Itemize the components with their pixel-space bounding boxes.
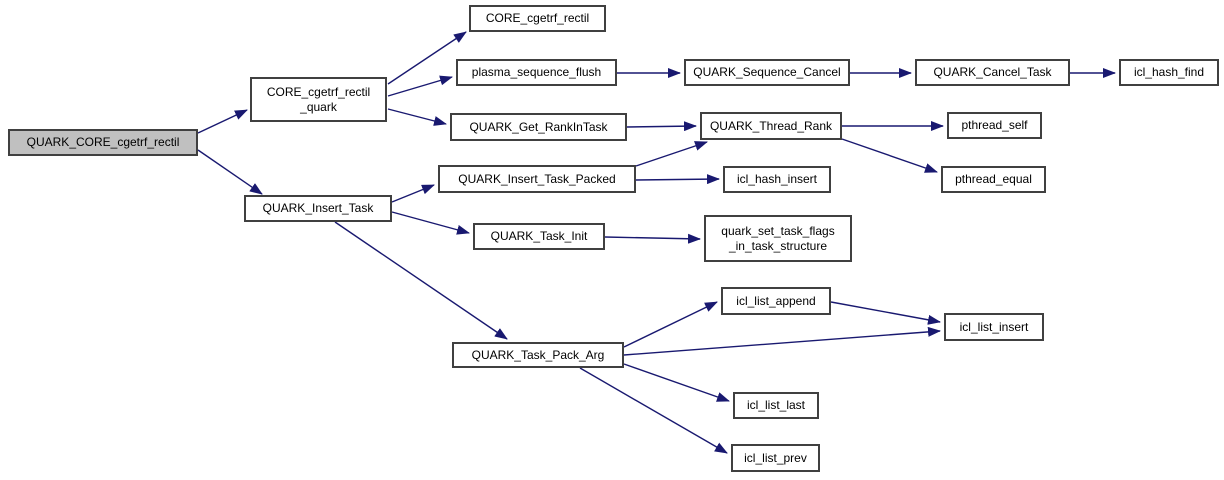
edge-quark_task_init-to-quark_set_task_flags_in_task_structure (604, 233, 701, 244)
node-quark_cancel_task[interactable]: QUARK_Cancel_Task (915, 59, 1070, 86)
node-pthread_self[interactable]: pthread_self (947, 112, 1042, 139)
node-label-line: QUARK_Sequence_Cancel (693, 65, 841, 79)
edge-quark_insert_task_packed-to-quark_thread_rank (635, 141, 708, 167)
node-quark_get_rankintask[interactable]: QUARK_Get_RankInTask (450, 113, 627, 141)
edge-quark_task_pack_arg-to-icl_list_insert (623, 326, 941, 356)
node-quark_thread_rank[interactable]: QUARK_Thread_Rank (700, 112, 842, 140)
node-quark_insert_task[interactable]: QUARK_Insert_Task (244, 195, 392, 222)
node-label-line: pthread_self (961, 118, 1028, 132)
edge-core_cgetrf_rectil_quark-to-quark_get_rankintask (387, 108, 447, 126)
node-quark_set_task_flags_in_task_structure[interactable]: quark_set_task_flags_in_task_structure (704, 215, 852, 262)
node-label-line: _in_task_structure (728, 238, 828, 253)
node-label-line: CORE_cgetrf_rectil (485, 11, 590, 25)
edge-core_cgetrf_rectil_quark-to-core_cgetrf_rectil (387, 31, 467, 85)
node-icl_hash_find[interactable]: icl_hash_find (1119, 59, 1219, 86)
node-label-line: icl_list_prev (744, 450, 807, 465)
node-label-line: icl_hash_find (1133, 65, 1205, 79)
edge-quark_insert_task-to-quark_task_init (391, 211, 470, 235)
edge-quark_task_pack_arg-to-icl_list_append (623, 301, 718, 348)
node-label-line: QUARK_Thread_Rank (709, 118, 833, 133)
node-icl_list_prev[interactable]: icl_list_prev (731, 444, 820, 472)
node-label-line: QUARK_Insert_Task_Packed (458, 171, 616, 186)
node-core_cgetrf_rectil[interactable]: CORE_cgetrf_rectil (469, 5, 606, 32)
node-label-line: QUARK_CORE_cgetrf_rectil (26, 135, 180, 149)
node-label-line: icl_list_last (746, 398, 806, 412)
edge-quark_thread_rank-to-pthread_equal (841, 138, 938, 173)
edge-icl_list_append-to-icl_list_insert (830, 301, 941, 325)
node-plasma_sequence_flush[interactable]: plasma_sequence_flush (456, 59, 617, 86)
node-quark_task_init[interactable]: QUARK_Task_Init (473, 223, 605, 250)
node-quark_insert_task_packed[interactable]: QUARK_Insert_Task_Packed (438, 165, 636, 193)
node-label-line: QUARK_Get_RankInTask (469, 119, 608, 134)
edge-quark_core_cgetrf_rectil-to-core_cgetrf_rectil_quark (197, 109, 248, 134)
edge-core_cgetrf_rectil_quark-to-plasma_sequence_flush (387, 75, 453, 97)
node-label-line: quark_set_task_flags (721, 223, 835, 238)
edge-quark_insert_task_packed-to-icl_hash_insert (635, 174, 720, 185)
node-icl_hash_insert[interactable]: icl_hash_insert (723, 166, 831, 193)
node-label-line: icl_hash_insert (736, 172, 818, 186)
node-quark_task_pack_arg[interactable]: QUARK_Task_Pack_Arg (452, 342, 624, 368)
node-label-line: QUARK_Cancel_Task (933, 65, 1052, 79)
edge-quark_task_pack_arg-to-icl_list_prev (579, 367, 728, 454)
node-label-line: QUARK_Insert_Task (262, 201, 374, 215)
node-label-line: icl_list_append (736, 293, 816, 308)
node-label-line: plasma_sequence_flush (471, 65, 602, 79)
node-icl_list_last[interactable]: icl_list_last (733, 392, 819, 419)
node-label-line: QUARK_Task_Init (490, 229, 588, 243)
edge-quark_task_pack_arg-to-icl_list_last (623, 363, 730, 402)
node-core_cgetrf_rectil_quark[interactable]: CORE_cgetrf_rectil_quark (250, 77, 387, 122)
node-pthread_equal[interactable]: pthread_equal (941, 166, 1046, 193)
node-icl_list_insert[interactable]: icl_list_insert (944, 313, 1044, 341)
node-quark_sequence_cancel[interactable]: QUARK_Sequence_Cancel (684, 59, 850, 86)
node-icl_list_append[interactable]: icl_list_append (721, 287, 831, 315)
edge-quark_core_cgetrf_rectil-to-quark_insert_task (197, 149, 263, 195)
node-label-line: icl_list_insert (959, 319, 1029, 334)
node-label-line: CORE_cgetrf_rectil (266, 84, 371, 99)
node-label-line: QUARK_Task_Pack_Arg (471, 347, 605, 362)
edge-quark_insert_task-to-quark_task_pack_arg (334, 221, 508, 340)
node-label-line: pthread_equal (955, 172, 1032, 186)
edge-quark_get_rankintask-to-quark_thread_rank (626, 121, 697, 132)
node-quark_core_cgetrf_rectil[interactable]: QUARK_CORE_cgetrf_rectil (8, 129, 198, 156)
node-label-line: _quark (300, 99, 337, 114)
edge-quark_insert_task-to-quark_insert_task_packed (391, 184, 435, 203)
